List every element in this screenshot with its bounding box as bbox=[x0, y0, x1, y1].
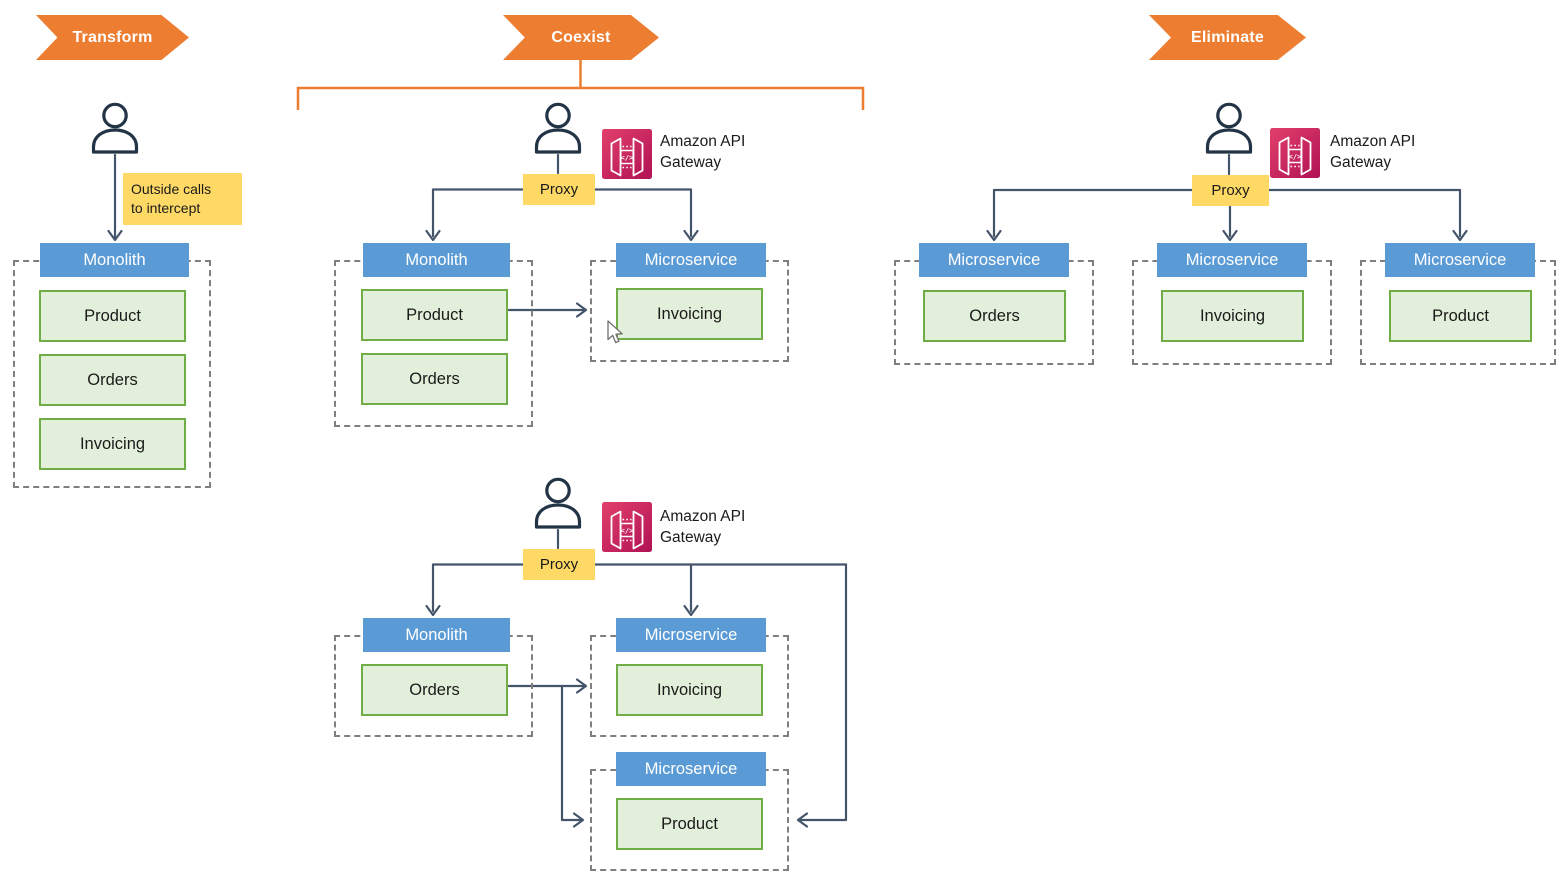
arrow-product-to-invoicing bbox=[507, 302, 588, 318]
user-icon-eliminate[interactable] bbox=[1202, 101, 1256, 155]
api-gateway-label-line1: Amazon API bbox=[660, 508, 746, 525]
arrow-proxy-to-invoicing-bottom bbox=[593, 563, 848, 617]
module-label: Product bbox=[406, 305, 463, 324]
api-gateway-label-line2: Gateway bbox=[660, 154, 722, 171]
api-gateway-label-line2: Gateway bbox=[1330, 154, 1392, 171]
note-line-1: Outside calls bbox=[131, 181, 212, 197]
stage-banner-coexist-label: Coexist bbox=[551, 28, 611, 46]
arrow-proxy-to-microservice bbox=[593, 188, 699, 242]
note-line-2: to intercept bbox=[131, 200, 201, 216]
api-gateway-label-line1: Amazon API bbox=[1330, 133, 1416, 150]
module-product-transform[interactable]: Product bbox=[39, 290, 186, 342]
microservice-header-orders[interactable]: Microservice bbox=[919, 243, 1069, 277]
monolith-title: Monolith bbox=[83, 250, 146, 269]
microservice-title: Microservice bbox=[644, 625, 738, 644]
arrow-proxy-to-orders-ms bbox=[986, 188, 1194, 242]
microservice-title: Microservice bbox=[1185, 250, 1279, 269]
proxy-box-coexist-bottom[interactable]: Proxy bbox=[523, 549, 595, 580]
module-label: Invoicing bbox=[79, 434, 146, 453]
arrow-user-to-monolith bbox=[107, 153, 123, 242]
proxy-box-eliminate[interactable]: Proxy bbox=[1192, 175, 1269, 206]
module-orders-coexist[interactable]: Orders bbox=[361, 353, 508, 405]
stage-banner-coexist[interactable]: Coexist bbox=[503, 15, 659, 60]
arrow-proxy-to-monolith-bottom bbox=[425, 563, 525, 617]
module-label: Orders bbox=[87, 370, 138, 389]
arrow-proxy-to-product-bottom bbox=[796, 563, 848, 828]
api-gateway-label-coexist-bottom: Amazon API Gateway bbox=[660, 506, 745, 548]
stage-banner-eliminate[interactable]: Eliminate bbox=[1149, 15, 1306, 60]
api-gateway-icon-eliminate[interactable] bbox=[1270, 128, 1320, 178]
coexist-bracket bbox=[296, 60, 865, 110]
module-label: Invoicing bbox=[656, 680, 723, 699]
microservice-title: Microservice bbox=[644, 759, 738, 778]
stage-banner-transform-label: Transform bbox=[72, 28, 153, 46]
microservice-header-product[interactable]: Microservice bbox=[1385, 243, 1535, 277]
stage-banner-eliminate-label: Eliminate bbox=[1191, 28, 1264, 46]
module-label: Orders bbox=[409, 680, 460, 699]
module-label: Orders bbox=[969, 306, 1020, 325]
microservice-header-invoicing[interactable]: Microservice bbox=[1157, 243, 1307, 277]
arrow-orders-to-invoicing bbox=[507, 678, 588, 694]
microservice-header-coexist[interactable]: Microservice bbox=[616, 243, 766, 277]
module-invoicing-transform[interactable]: Invoicing bbox=[39, 418, 186, 470]
arrow-proxy-to-invoicing-ms bbox=[1222, 204, 1238, 242]
module-product-coexist[interactable]: Product bbox=[361, 289, 508, 341]
api-gateway-icon-coexist[interactable] bbox=[602, 129, 652, 179]
api-gateway-label-line1: Amazon API bbox=[660, 133, 746, 150]
api-gateway-label-line2: Gateway bbox=[660, 529, 722, 546]
monolith-header-bottom[interactable]: Monolith bbox=[363, 618, 510, 652]
module-invoicing-bottom[interactable]: Invoicing bbox=[616, 664, 763, 716]
module-product-eliminate[interactable]: Product bbox=[1389, 290, 1532, 342]
module-label: Product bbox=[661, 814, 718, 833]
monolith-header-coexist[interactable]: Monolith bbox=[363, 243, 510, 277]
arrow-proxy-to-product-ms bbox=[1267, 188, 1468, 242]
module-label: Invoicing bbox=[1199, 306, 1266, 325]
microservice-header-product-bottom[interactable]: Microservice bbox=[616, 752, 766, 786]
microservice-title: Microservice bbox=[644, 250, 738, 269]
user-icon-coexist-bottom[interactable] bbox=[531, 476, 585, 530]
module-label: Orders bbox=[409, 369, 460, 388]
mouse-cursor bbox=[607, 320, 623, 344]
module-orders-transform[interactable]: Orders bbox=[39, 354, 186, 406]
module-invoicing-coexist[interactable]: Invoicing bbox=[616, 288, 763, 340]
proxy-label: Proxy bbox=[1211, 182, 1250, 199]
api-gateway-icon-coexist-bottom[interactable] bbox=[602, 502, 652, 552]
user-icon-transform[interactable] bbox=[88, 101, 142, 155]
module-label: Product bbox=[1432, 306, 1489, 325]
outside-calls-note[interactable]: Outside calls to intercept bbox=[123, 173, 242, 225]
monolith-title: Monolith bbox=[405, 625, 468, 644]
module-invoicing-eliminate[interactable]: Invoicing bbox=[1161, 290, 1304, 342]
monolith-header-transform[interactable]: Monolith bbox=[40, 243, 189, 277]
module-orders-eliminate[interactable]: Orders bbox=[923, 290, 1066, 342]
proxy-box-coexist[interactable]: Proxy bbox=[523, 174, 595, 205]
arrow-proxy-to-monolith bbox=[425, 188, 525, 242]
arrow-orders-to-product bbox=[560, 684, 585, 828]
proxy-label: Proxy bbox=[539, 181, 579, 198]
microservice-title: Microservice bbox=[947, 250, 1041, 269]
user-icon-coexist[interactable] bbox=[531, 101, 585, 155]
api-gateway-label-coexist: Amazon API Gateway bbox=[660, 131, 745, 173]
module-orders-bottom[interactable]: Orders bbox=[361, 664, 508, 716]
module-product-bottom[interactable]: Product bbox=[616, 798, 763, 850]
microservice-header-invoicing-bottom[interactable]: Microservice bbox=[616, 618, 766, 652]
api-gateway-label-eliminate: Amazon API Gateway bbox=[1330, 131, 1415, 173]
proxy-label: Proxy bbox=[539, 556, 579, 573]
module-label: Invoicing bbox=[656, 304, 723, 323]
stage-banner-transform[interactable]: Transform bbox=[36, 15, 189, 60]
microservice-title: Microservice bbox=[1413, 250, 1507, 269]
module-label: Product bbox=[84, 306, 141, 325]
monolith-title: Monolith bbox=[405, 250, 468, 269]
